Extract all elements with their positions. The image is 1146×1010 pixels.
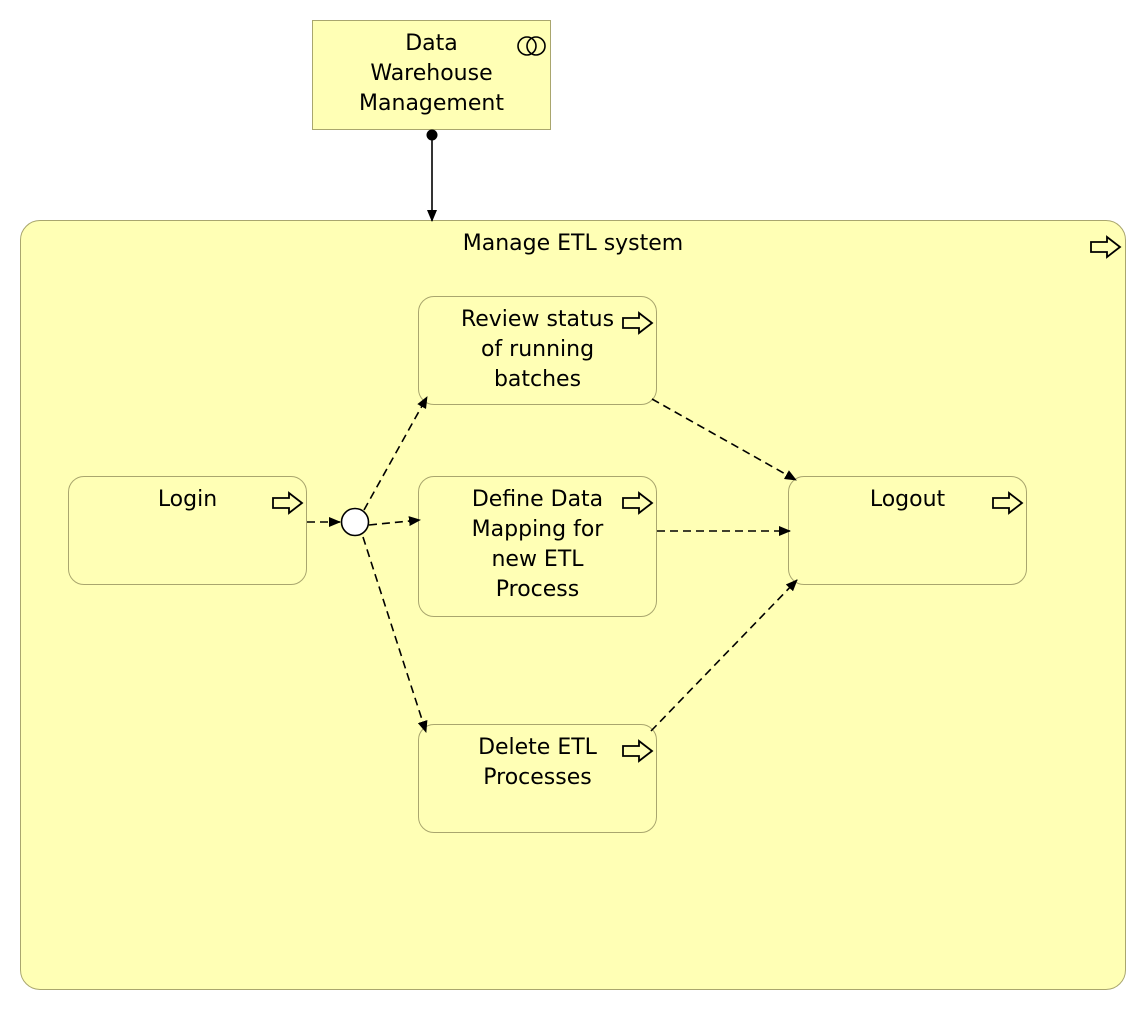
review-status-label: Review status of running batches xyxy=(460,307,615,392)
logout-label: Logout xyxy=(869,487,946,512)
process-arrow-icon xyxy=(272,491,304,515)
process-arrow-icon xyxy=(622,491,654,515)
process-arrow-icon xyxy=(1090,235,1122,259)
manage-etl-system-label: Manage ETL system xyxy=(462,231,684,256)
process-arrow-icon xyxy=(622,311,654,335)
define-data-mapping-process[interactable]: Define Data Mapping for new ETL Process xyxy=(418,476,657,617)
serving-relation[interactable] xyxy=(426,129,438,222)
review-status-process[interactable]: Review status of running batches xyxy=(418,296,657,405)
login-label: Login xyxy=(157,487,218,512)
data-warehouse-management-label: Data Warehouse Management xyxy=(359,31,504,116)
process-arrow-icon xyxy=(992,491,1024,515)
delete-etl-processes-process[interactable]: Delete ETL Processes xyxy=(418,724,657,833)
delete-etl-processes-label: Delete ETL Processes xyxy=(478,735,597,790)
interaction-icon xyxy=(517,36,546,56)
logout-process[interactable]: Logout xyxy=(788,476,1027,585)
define-data-mapping-label: Define Data Mapping for new ETL Process xyxy=(471,487,604,602)
login-process[interactable]: Login xyxy=(68,476,307,585)
data-warehouse-management-node[interactable]: Data Warehouse Management xyxy=(312,20,551,130)
process-arrow-icon xyxy=(622,739,654,763)
